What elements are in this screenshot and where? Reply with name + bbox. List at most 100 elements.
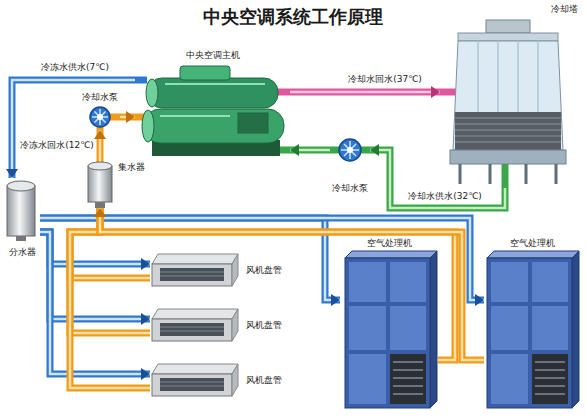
pipe-inner [290,91,440,94]
control-box [238,113,268,133]
collector-body [88,166,112,202]
pipe-label: 冷冻水供水(7℃) [39,62,111,73]
pipe-inner [40,232,150,264]
title-bar: 中央空调系统工作原理 [0,6,586,29]
coil-grille [160,268,224,281]
grille-line [160,382,224,386]
tower-rib [478,41,538,112]
pump-art [330,139,370,161]
chiller-art [135,66,290,156]
tower-leg [460,164,556,184]
coil-side [232,254,238,286]
shell-cap [142,110,154,142]
collector-art [88,162,112,208]
component-label: 风机盘管 [246,320,282,331]
chiller-unit: 中央空调主机 [135,50,290,158]
coil-front [152,319,232,341]
component-label: 冷却水泵 [82,92,118,103]
tower-louver [455,112,561,150]
flow-arrowhead [94,208,106,217]
distributor-body [7,186,35,236]
water-distributor: 分水器 [4,178,40,258]
ahu-panel [349,262,386,302]
ahu-panel [349,306,386,350]
cooling-tower: 冷却塔 [440,4,578,188]
coil-top [152,309,238,319]
compressor [180,66,230,80]
flow-arrowhead [6,169,18,178]
component-label: 冷却塔 [551,4,578,15]
pipe-connector [94,208,484,360]
ahu-panel [491,354,528,404]
ahu-panel [532,262,568,302]
pump-hub [97,114,103,120]
chiller-shell [148,78,278,108]
pump-unit: 冷却水泵 [80,92,120,130]
pipe-connector [40,232,150,270]
fan-coil-art [152,364,238,396]
tower-basin [450,150,566,164]
tower-fan [486,20,530,33]
flow-arrowhead [370,144,379,156]
water-collector: 集水器 [86,162,145,208]
ahu-front [345,258,430,408]
coil-top [152,254,238,264]
flow-arrowhead [141,258,150,270]
coil-side [232,364,238,396]
pipe-outer [290,89,440,96]
flow-arrowhead [126,111,135,123]
tower-body [453,41,563,150]
pipe-connector [70,208,150,278]
pipe-label: 冷却水回水(37℃) [346,74,424,85]
flow-arrowhead [94,130,106,139]
ahu-panel [390,306,426,350]
pipe-outer [70,208,150,333]
component-label: 分水器 [9,247,36,258]
collector-foot [95,202,105,208]
pipe-connector [40,232,150,380]
pipe-outer [40,232,150,374]
ahu-side [430,251,437,408]
pipe-inner [40,232,150,374]
tower-top [458,33,558,41]
pipe-label: 冷冻水回水(12℃) [18,140,96,151]
pipe-connector [290,144,330,156]
fan-coil-unit: 风机盘管 [150,360,282,402]
flow-arrowhead [475,294,484,306]
ahu-top [345,251,437,258]
pipe-label-holder: 冷却水供水(32℃) [406,191,484,202]
shell-highlight [165,83,265,85]
pipe-inner [70,208,150,278]
flow-arrowhead [431,86,440,98]
air-handling-unit: 空气处理机 [484,238,580,410]
component-label: 风机盘管 [246,375,282,386]
diagram-title: 中央空调系统工作原理 [203,6,383,29]
cooling-tower-art [440,20,566,188]
pipe-connector [120,111,135,123]
pipe-label-holder: 冷却水回水(37℃) [346,74,424,85]
fan-coil-art [152,254,238,286]
pump-blade [341,141,359,159]
coil-side [232,309,238,341]
component-label: 空气处理机 [510,238,555,249]
pipe-inner [70,208,150,333]
distributor-cap [7,181,35,191]
coil-front [152,374,232,396]
coil-grille [160,323,224,336]
component-label: 中央空调主机 [186,50,240,61]
ahu-panel [491,306,528,350]
component-label: 空气处理机 [367,238,412,249]
distributor-foot [16,236,26,241]
louver-line [455,118,561,142]
ahu-panel [532,306,568,350]
distributor-art [7,181,35,241]
pipe-stub [135,77,147,84]
flow-arrowhead [94,208,106,217]
ahu-side [572,251,579,408]
grille-line [160,327,224,331]
shell-highlight [160,115,230,117]
pipe-label: 冷却水供水(32℃) [406,191,484,202]
pump-blade [92,109,108,125]
flow-arrowhead [331,294,340,306]
